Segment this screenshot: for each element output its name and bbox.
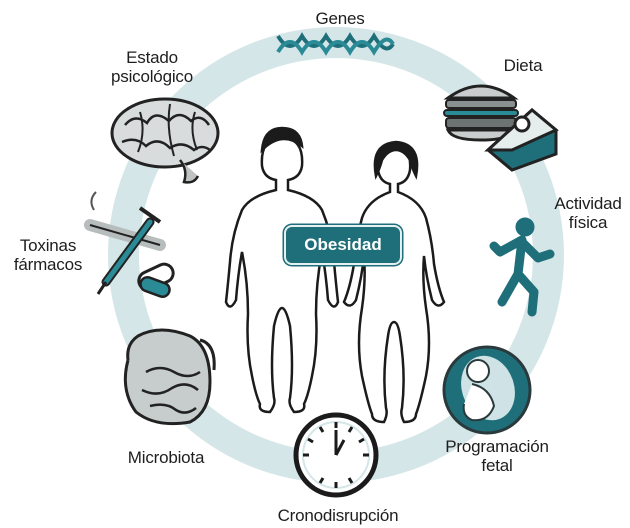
label-cronodisrupcion: Cronodisrupción [268, 506, 408, 525]
label-programacion-fetal: Programación fetal [436, 437, 558, 475]
label-toxinas-farmacos: Toxinas fármacos [8, 236, 88, 274]
label-actividad-line1: Actividad [538, 194, 630, 213]
label-programacion-line1: Programación [436, 437, 558, 456]
label-genes: Genes [310, 9, 370, 28]
label-actividad-fisica: Actividad física [538, 194, 630, 232]
label-estado-line1: Estado [100, 48, 204, 67]
label-dieta: Dieta [493, 56, 553, 75]
clock-icon [296, 415, 376, 495]
label-microbiota: Microbiota [118, 448, 214, 467]
obesity-center-label: Obesidad [284, 225, 402, 265]
label-estado-psicologico: Estado psicológico [100, 48, 204, 86]
label-toxinas-line1: Toxinas [8, 236, 88, 255]
intestine-icon [125, 330, 214, 424]
label-toxinas-line2: fármacos [8, 255, 88, 274]
label-actividad-line2: física [538, 213, 630, 232]
fetus-icon [444, 347, 530, 433]
label-estado-line2: psicológico [100, 67, 204, 86]
label-programacion-line2: fetal [436, 456, 558, 475]
